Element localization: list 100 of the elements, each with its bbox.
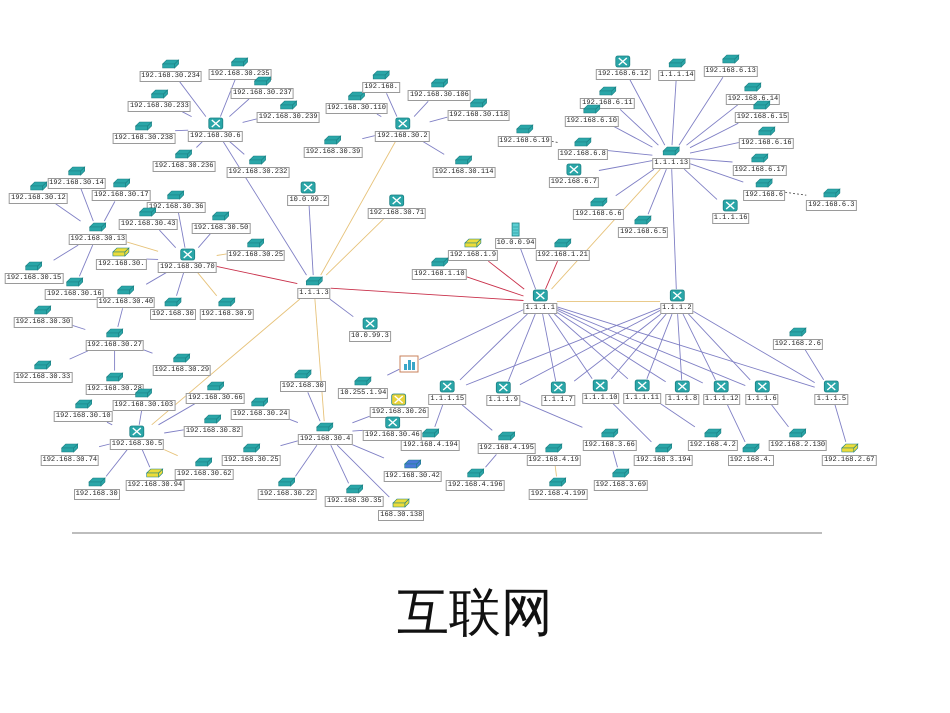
link-line [556, 308, 746, 386]
link-line [117, 308, 124, 328]
link-line [678, 76, 724, 146]
link-line [548, 314, 593, 380]
link-line [308, 206, 314, 276]
link-line [688, 314, 751, 380]
link-line [554, 314, 628, 380]
link-line [508, 314, 536, 382]
link-line [228, 98, 250, 118]
link-line [164, 429, 184, 434]
link-line [693, 310, 816, 384]
link-line [146, 258, 159, 260]
link-line [804, 349, 824, 380]
link-line [55, 203, 82, 222]
link-line [106, 449, 128, 477]
link-line [174, 130, 189, 132]
link-line [216, 253, 227, 256]
link-line [314, 298, 325, 422]
link-line [556, 306, 816, 388]
link-line [196, 141, 203, 148]
link-line [197, 272, 218, 296]
link-line [222, 141, 307, 276]
link-line [682, 314, 716, 380]
link-line [671, 168, 677, 290]
link-line [330, 288, 524, 301]
link-line [158, 403, 196, 426]
link-line [690, 158, 733, 162]
link-line [690, 163, 744, 183]
link-line [143, 349, 153, 354]
link-line [307, 392, 321, 422]
link-line [280, 440, 298, 446]
link-line [784, 192, 807, 196]
link-line [460, 314, 528, 380]
link-line [178, 212, 186, 248]
link-line [488, 260, 525, 290]
link-line [98, 444, 110, 448]
link-line [198, 233, 211, 248]
link-line [294, 444, 318, 477]
link-line [422, 141, 445, 155]
link-line [104, 200, 116, 222]
link-line [556, 301, 661, 302]
link-line [414, 100, 429, 118]
link-line [352, 444, 384, 458]
link-line [126, 242, 159, 252]
link-line [78, 244, 94, 277]
link-line [690, 142, 740, 154]
link-line [519, 310, 661, 386]
link-line [72, 324, 86, 330]
link-line [545, 260, 558, 290]
link-line [686, 104, 738, 146]
link-line [610, 314, 667, 380]
link-line [326, 218, 384, 276]
link-line [138, 410, 142, 426]
link-line [80, 188, 94, 222]
link-line [164, 449, 178, 456]
link-line [386, 368, 400, 376]
link-line [386, 92, 398, 118]
link-line [179, 81, 206, 118]
link-line [485, 454, 497, 468]
link-line [519, 400, 583, 428]
link-line [771, 404, 789, 428]
link-line [684, 168, 718, 200]
link-line [614, 126, 653, 148]
link-line [158, 230, 176, 248]
link-line [551, 140, 558, 143]
link-line [146, 272, 167, 285]
link-line [629, 79, 666, 146]
link-line [53, 244, 79, 261]
link-line [554, 465, 557, 477]
link-line [620, 108, 659, 146]
link-line [151, 298, 300, 426]
link-line [418, 309, 524, 360]
link-line [142, 449, 150, 468]
link-line [329, 298, 354, 318]
link-line [646, 314, 672, 380]
link-line [466, 276, 524, 296]
link-line [660, 403, 696, 428]
link-line [320, 141, 396, 276]
link-line [612, 450, 618, 468]
link-line [462, 404, 493, 431]
link-line [352, 430, 364, 432]
title: 互联网 [396, 582, 554, 645]
link-line [520, 248, 536, 290]
link-line [182, 111, 192, 118]
link-line [352, 416, 370, 424]
link-line [106, 422, 113, 426]
link-line [598, 160, 653, 171]
link-line [362, 135, 376, 140]
link-line [574, 314, 662, 382]
link-line [216, 266, 298, 284]
link-line [690, 122, 739, 148]
link-line [834, 404, 846, 442]
link-line [615, 168, 654, 196]
link-line [727, 404, 746, 442]
link-line [429, 116, 448, 122]
link-line [466, 308, 661, 386]
link-line [434, 404, 444, 428]
link-line [607, 150, 653, 156]
link-line [336, 444, 390, 498]
link-line [556, 312, 666, 382]
